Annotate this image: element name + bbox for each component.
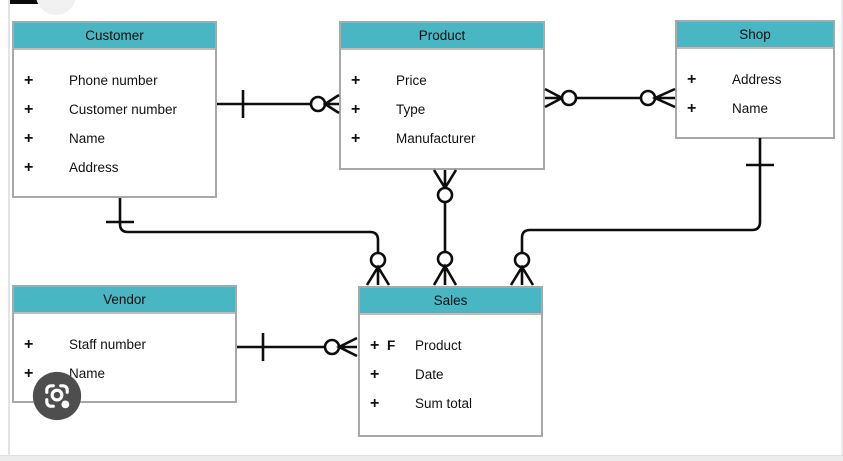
cardinality-zero-circle — [436, 250, 454, 268]
relationship-customer-sales — [106, 198, 391, 286]
field-name: Address — [69, 160, 119, 175]
field-name: Name — [69, 366, 106, 381]
entity-vendor: Vendor + Staff number + Name — [12, 285, 237, 403]
field-row: + Address — [677, 65, 833, 94]
crow-foot-many — [651, 87, 676, 109]
top-corner-ornament — [36, 0, 76, 15]
entity-body: + Staff number + Name — [14, 314, 235, 388]
crow-foot-many — [509, 264, 535, 286]
plus-icon: + — [24, 158, 34, 176]
field-row: + Staff number — [14, 330, 235, 359]
field-name: Price — [396, 73, 427, 88]
google-lens-button[interactable] — [31, 370, 83, 422]
plus-icon: + — [687, 70, 697, 88]
plus-icon: + — [24, 100, 34, 118]
relationship-shop-sales — [509, 138, 774, 286]
entity-body: + Phone number + Customer number + Name + Ad… — [14, 50, 215, 182]
plus-icon: + — [24, 129, 34, 147]
entity-title: Sales — [360, 288, 541, 315]
page-bottom-edge — [0, 455, 843, 461]
field-row: + Phone number — [14, 66, 215, 95]
relationship-product-shop — [544, 87, 676, 109]
entity-body: + Address + Name — [677, 49, 833, 123]
field-name: Manufacturer — [396, 131, 476, 146]
field-name: Phone number — [69, 73, 158, 88]
field-name: Type — [396, 102, 426, 117]
relationship-customer-product — [217, 90, 340, 118]
plus-icon: + — [24, 364, 34, 382]
cardinality-zero-circle — [639, 89, 657, 107]
field-row: + F Product — [360, 331, 541, 360]
field-row: + Sum total — [360, 389, 541, 418]
entity-customer: Customer + Phone number + Customer number … — [12, 21, 217, 198]
page-left-edge — [8, 0, 10, 455]
field-name: Customer number — [69, 102, 178, 117]
entity-title: Customer — [14, 23, 215, 50]
crow-foot-many — [365, 264, 391, 286]
foreign-key-marker: F — [387, 338, 396, 353]
crow-foot-many — [336, 336, 358, 358]
lens-button-circle — [32, 371, 82, 421]
field-name: Name — [732, 101, 769, 116]
field-row: + Name — [14, 359, 235, 388]
cardinality-zero-circle — [560, 89, 578, 107]
plus-icon: + — [24, 71, 34, 89]
field-row: + Address — [14, 153, 215, 182]
field-row: + Customer number — [14, 95, 215, 124]
plus-icon: + — [351, 129, 361, 147]
cardinality-zero-circle — [309, 95, 327, 113]
top-scroll-indicator — [10, 0, 43, 4]
cardinality-zero-circle — [369, 251, 387, 269]
field-name: Name — [69, 131, 106, 146]
field-row: + Date — [360, 360, 541, 389]
crow-foot-many — [322, 93, 340, 115]
entity-title: Shop — [677, 22, 833, 49]
page-right-edge — [841, 0, 843, 455]
entity-shop: Shop + Address + Name — [675, 20, 835, 139]
field-name: Date — [415, 367, 444, 382]
plus-icon: + — [370, 365, 380, 383]
cardinality-zero-circle — [513, 251, 531, 269]
field-row: + Type — [341, 95, 543, 124]
relationship-product-sales — [432, 169, 458, 286]
relationship-vendor-sales — [237, 333, 358, 361]
plus-icon: + — [351, 71, 361, 89]
field-name: Product — [415, 338, 462, 353]
plus-icon: + — [351, 100, 361, 118]
entity-title: Vendor — [14, 287, 235, 314]
lens-camera-icon — [45, 384, 70, 409]
plus-icon: + — [24, 335, 34, 353]
entity-product: Product + Price + Type + Manufacturer — [339, 21, 545, 170]
entity-title: Product — [341, 23, 543, 50]
field-name: Staff number — [69, 337, 147, 352]
crow-foot-many — [432, 169, 458, 191]
entity-body: + Price + Type + Manufacturer — [341, 50, 543, 153]
field-name: Sum total — [415, 396, 473, 411]
field-name: Address — [732, 72, 782, 87]
cardinality-zero-circle — [323, 338, 341, 356]
crow-foot-many — [432, 263, 458, 286]
plus-icon: + — [370, 394, 380, 412]
cardinality-zero-circle — [436, 186, 454, 204]
plus-icon: + — [370, 336, 380, 354]
field-row: + Name — [677, 94, 833, 123]
field-row: + Manufacturer — [341, 124, 543, 153]
field-row: + Name — [14, 124, 215, 153]
field-row: + Price — [341, 66, 543, 95]
crow-foot-many — [544, 87, 565, 109]
entity-sales: Sales + F Product + Date + Sum total — [358, 286, 543, 437]
entity-body: + F Product + Date + Sum total — [360, 315, 541, 418]
plus-icon: + — [687, 99, 697, 117]
